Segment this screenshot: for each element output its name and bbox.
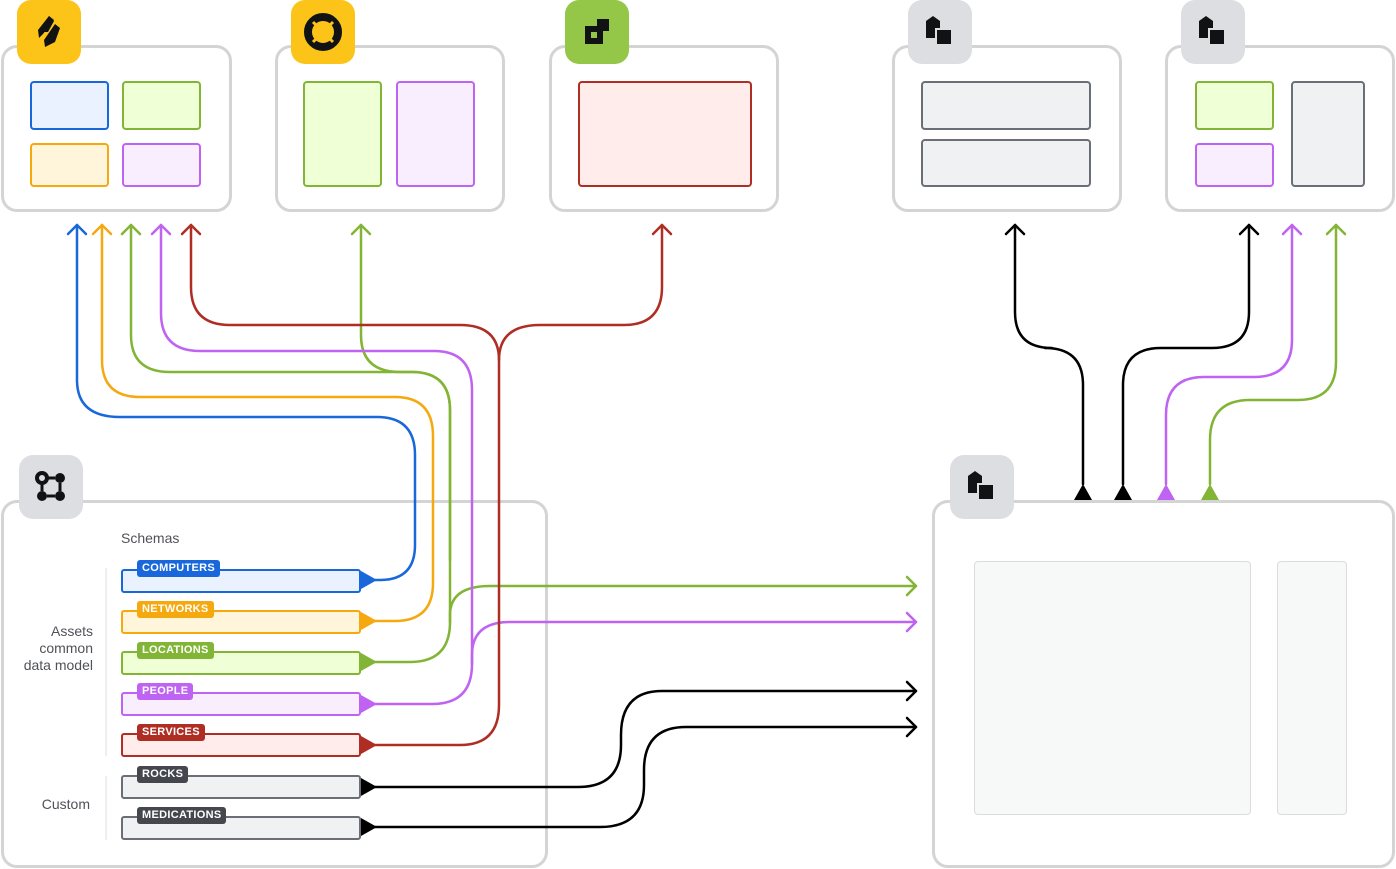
schema-tag-medications: MEDICATIONS	[137, 807, 227, 824]
arrow-people-destination	[905, 611, 918, 633]
schema-graph-icon	[35, 471, 65, 501]
arrow-services-jira	[180, 223, 202, 236]
connector-head-dest-4	[1201, 484, 1219, 500]
arrow-networks-jira	[91, 223, 113, 236]
cubes-icon	[926, 16, 951, 44]
compass-box-red	[578, 81, 752, 187]
compass-badge	[565, 0, 629, 64]
data-model-badge	[19, 455, 83, 519]
third-party-badge-2	[1181, 0, 1245, 64]
arrow-dest-tp2-c	[1325, 223, 1347, 236]
jira-box-purple	[122, 143, 201, 187]
tp2-box-purple	[1195, 143, 1274, 187]
tp2-box-gray	[1291, 81, 1365, 187]
group-label-custom: Custom	[41, 796, 90, 812]
jsm-box-purple	[396, 81, 475, 187]
jira-box-green	[122, 81, 201, 130]
schema-tag-locations: LOCATIONS	[137, 642, 214, 659]
wire-dest-tp2-b	[1164, 223, 1294, 486]
jira-box-blue	[30, 81, 109, 130]
arrow-locations-destination	[905, 575, 918, 597]
wire-dest-tp2-a	[1121, 223, 1251, 486]
group-label-assets: Assets common data model	[23, 623, 93, 673]
arrow-people-jira	[150, 223, 172, 236]
jsm-box-green	[303, 81, 382, 187]
wire-dest-tp2-c	[1208, 223, 1338, 486]
wire-services-compass	[497, 223, 664, 362]
group-separator-custom	[105, 776, 107, 840]
connector-head-dest-2	[1114, 484, 1132, 500]
third-party-badge-1	[908, 0, 972, 64]
arrow-medications-destination	[905, 716, 918, 738]
arrow-dest-tp2-a	[1238, 223, 1260, 236]
lifebuoy-icon	[304, 13, 342, 51]
arrow-services-compass	[651, 223, 673, 236]
schema-tag-people: PEOPLE	[137, 683, 194, 700]
arrow-locations-jsm	[350, 223, 372, 236]
arrow-computers-jira	[66, 223, 88, 236]
compass-pixel-icon	[585, 19, 609, 44]
arrow-dest-tp2-b	[1281, 223, 1303, 236]
tp1-box-bottom	[921, 139, 1091, 187]
arrow-locations-jira	[120, 223, 142, 236]
arrow-dest-tp1	[1004, 223, 1026, 236]
cubes-icon	[1199, 16, 1224, 44]
destination-badge	[950, 455, 1014, 519]
tp2-box-green	[1195, 81, 1274, 130]
jira-badge	[17, 0, 81, 64]
group-separator-assets	[105, 568, 107, 756]
schemas-heading: Schemas	[121, 530, 180, 546]
arrow-rocks-destination	[905, 680, 918, 702]
schema-tag-services: SERVICES	[137, 724, 205, 741]
jira-box-orange	[30, 143, 109, 187]
schema-tag-computers: COMPUTERS	[137, 560, 220, 577]
connector-head-dest-3	[1157, 484, 1175, 500]
connector-head-dest-1	[1074, 484, 1092, 500]
schema-tag-rocks: ROCKS	[137, 766, 189, 783]
destination-main-area	[974, 561, 1251, 815]
destination-side-area	[1277, 561, 1347, 815]
tp1-box-top	[921, 81, 1091, 130]
jira-icon	[38, 16, 60, 47]
schema-tag-networks: NETWORKS	[137, 601, 214, 618]
cubes-icon	[968, 471, 993, 499]
jsm-badge	[291, 0, 355, 64]
wire-dest-tp1	[1013, 223, 1085, 486]
